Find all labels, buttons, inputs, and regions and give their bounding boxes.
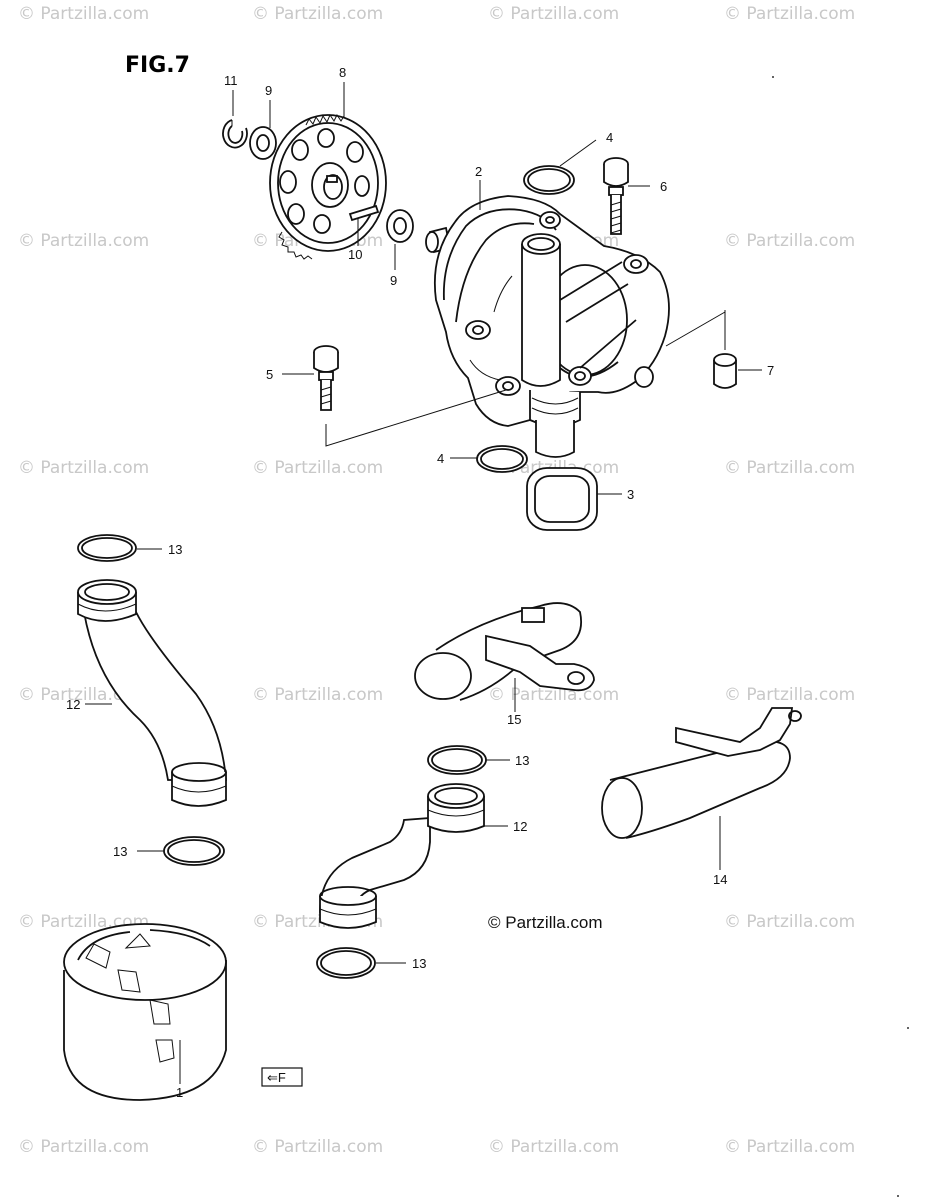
part-9-washer-upper[interactable] bbox=[249, 126, 277, 160]
callout-8: 8 bbox=[339, 65, 346, 80]
callout-15: 15 bbox=[507, 712, 521, 727]
part-7-dowel[interactable] bbox=[713, 353, 737, 389]
part-13-oring-c[interactable] bbox=[427, 745, 487, 775]
figure-title: FIG.7 bbox=[125, 53, 190, 78]
watermark: © Partzilla.com bbox=[724, 685, 855, 705]
part-13-oring-b[interactable] bbox=[163, 836, 225, 866]
copyright-text: © Partzilla.com bbox=[488, 913, 603, 932]
watermark: © Partzilla.com bbox=[18, 231, 149, 251]
scan-specks bbox=[772, 76, 909, 1197]
callout-13c: 13 bbox=[515, 753, 529, 768]
alignment-line-dowel bbox=[665, 310, 726, 350]
part-9-washer-lower[interactable] bbox=[386, 209, 414, 243]
watermark: © Partzilla.com bbox=[724, 1137, 855, 1157]
watermark: © Partzilla.com bbox=[488, 1137, 619, 1157]
callout-14: 14 bbox=[713, 872, 727, 887]
watermark: © Partzilla.com bbox=[18, 4, 149, 24]
callout-9a: 9 bbox=[265, 83, 272, 98]
callout-9b: 9 bbox=[390, 273, 397, 288]
callout-3: 3 bbox=[627, 487, 634, 502]
part-1-oil-filter[interactable] bbox=[63, 923, 227, 1101]
part-2-oil-pump[interactable] bbox=[425, 195, 670, 458]
callout-11: 11 bbox=[224, 73, 238, 88]
callout-7: 7 bbox=[767, 363, 774, 378]
part-13-oring-a[interactable] bbox=[77, 534, 137, 562]
part-12-pipe-right[interactable] bbox=[319, 783, 485, 929]
callout-5: 5 bbox=[266, 367, 273, 382]
direction-mark: ⇐F bbox=[261, 1067, 303, 1087]
callout-4a: 4 bbox=[606, 130, 613, 145]
callout-2: 2 bbox=[475, 164, 482, 179]
part-4-oring-lower[interactable] bbox=[476, 445, 528, 473]
part-10-pin[interactable] bbox=[348, 204, 380, 222]
callout-1: 1 bbox=[176, 1085, 183, 1100]
watermark: © Partzilla.com bbox=[252, 458, 383, 478]
part-14-pipe[interactable] bbox=[601, 707, 802, 839]
leader-4a bbox=[559, 139, 597, 167]
part-15-strainer-pipe[interactable] bbox=[414, 602, 595, 701]
callout-4b: 4 bbox=[437, 451, 444, 466]
part-5-bolt[interactable] bbox=[313, 345, 339, 411]
part-12-pipe-left[interactable] bbox=[77, 579, 227, 807]
watermark: © Partzilla.com bbox=[724, 4, 855, 24]
callout-12b: 12 bbox=[513, 819, 527, 834]
watermark: © Partzilla.com bbox=[252, 1137, 383, 1157]
part-6-bolt[interactable] bbox=[603, 157, 629, 235]
watermark: © Partzilla.com bbox=[724, 912, 855, 932]
part-4-oring-upper[interactable] bbox=[523, 165, 575, 195]
callout-13a: 13 bbox=[168, 542, 182, 557]
direction-mark-text: ⇐F bbox=[267, 1070, 286, 1085]
callout-12a: 12 bbox=[66, 697, 80, 712]
watermark: © Partzilla.com bbox=[724, 231, 855, 251]
watermark: © Partzilla.com bbox=[724, 458, 855, 478]
watermark: © Partzilla.com bbox=[18, 1137, 149, 1157]
callout-6: 6 bbox=[660, 179, 667, 194]
callout-13b: 13 bbox=[113, 844, 127, 859]
callout-10: 10 bbox=[348, 247, 362, 262]
watermark: © Partzilla.com bbox=[18, 458, 149, 478]
part-3-gasket[interactable] bbox=[526, 467, 598, 531]
alignment-line-bolt bbox=[325, 389, 507, 447]
part-11-circlip[interactable] bbox=[222, 119, 248, 149]
part-13-oring-d[interactable] bbox=[316, 947, 376, 979]
watermark: © Partzilla.com bbox=[252, 685, 383, 705]
callout-13d: 13 bbox=[412, 956, 426, 971]
watermark: © Partzilla.com bbox=[252, 4, 383, 24]
watermark: © Partzilla.com bbox=[488, 4, 619, 24]
watermark: © Partzilla.com bbox=[488, 685, 619, 705]
